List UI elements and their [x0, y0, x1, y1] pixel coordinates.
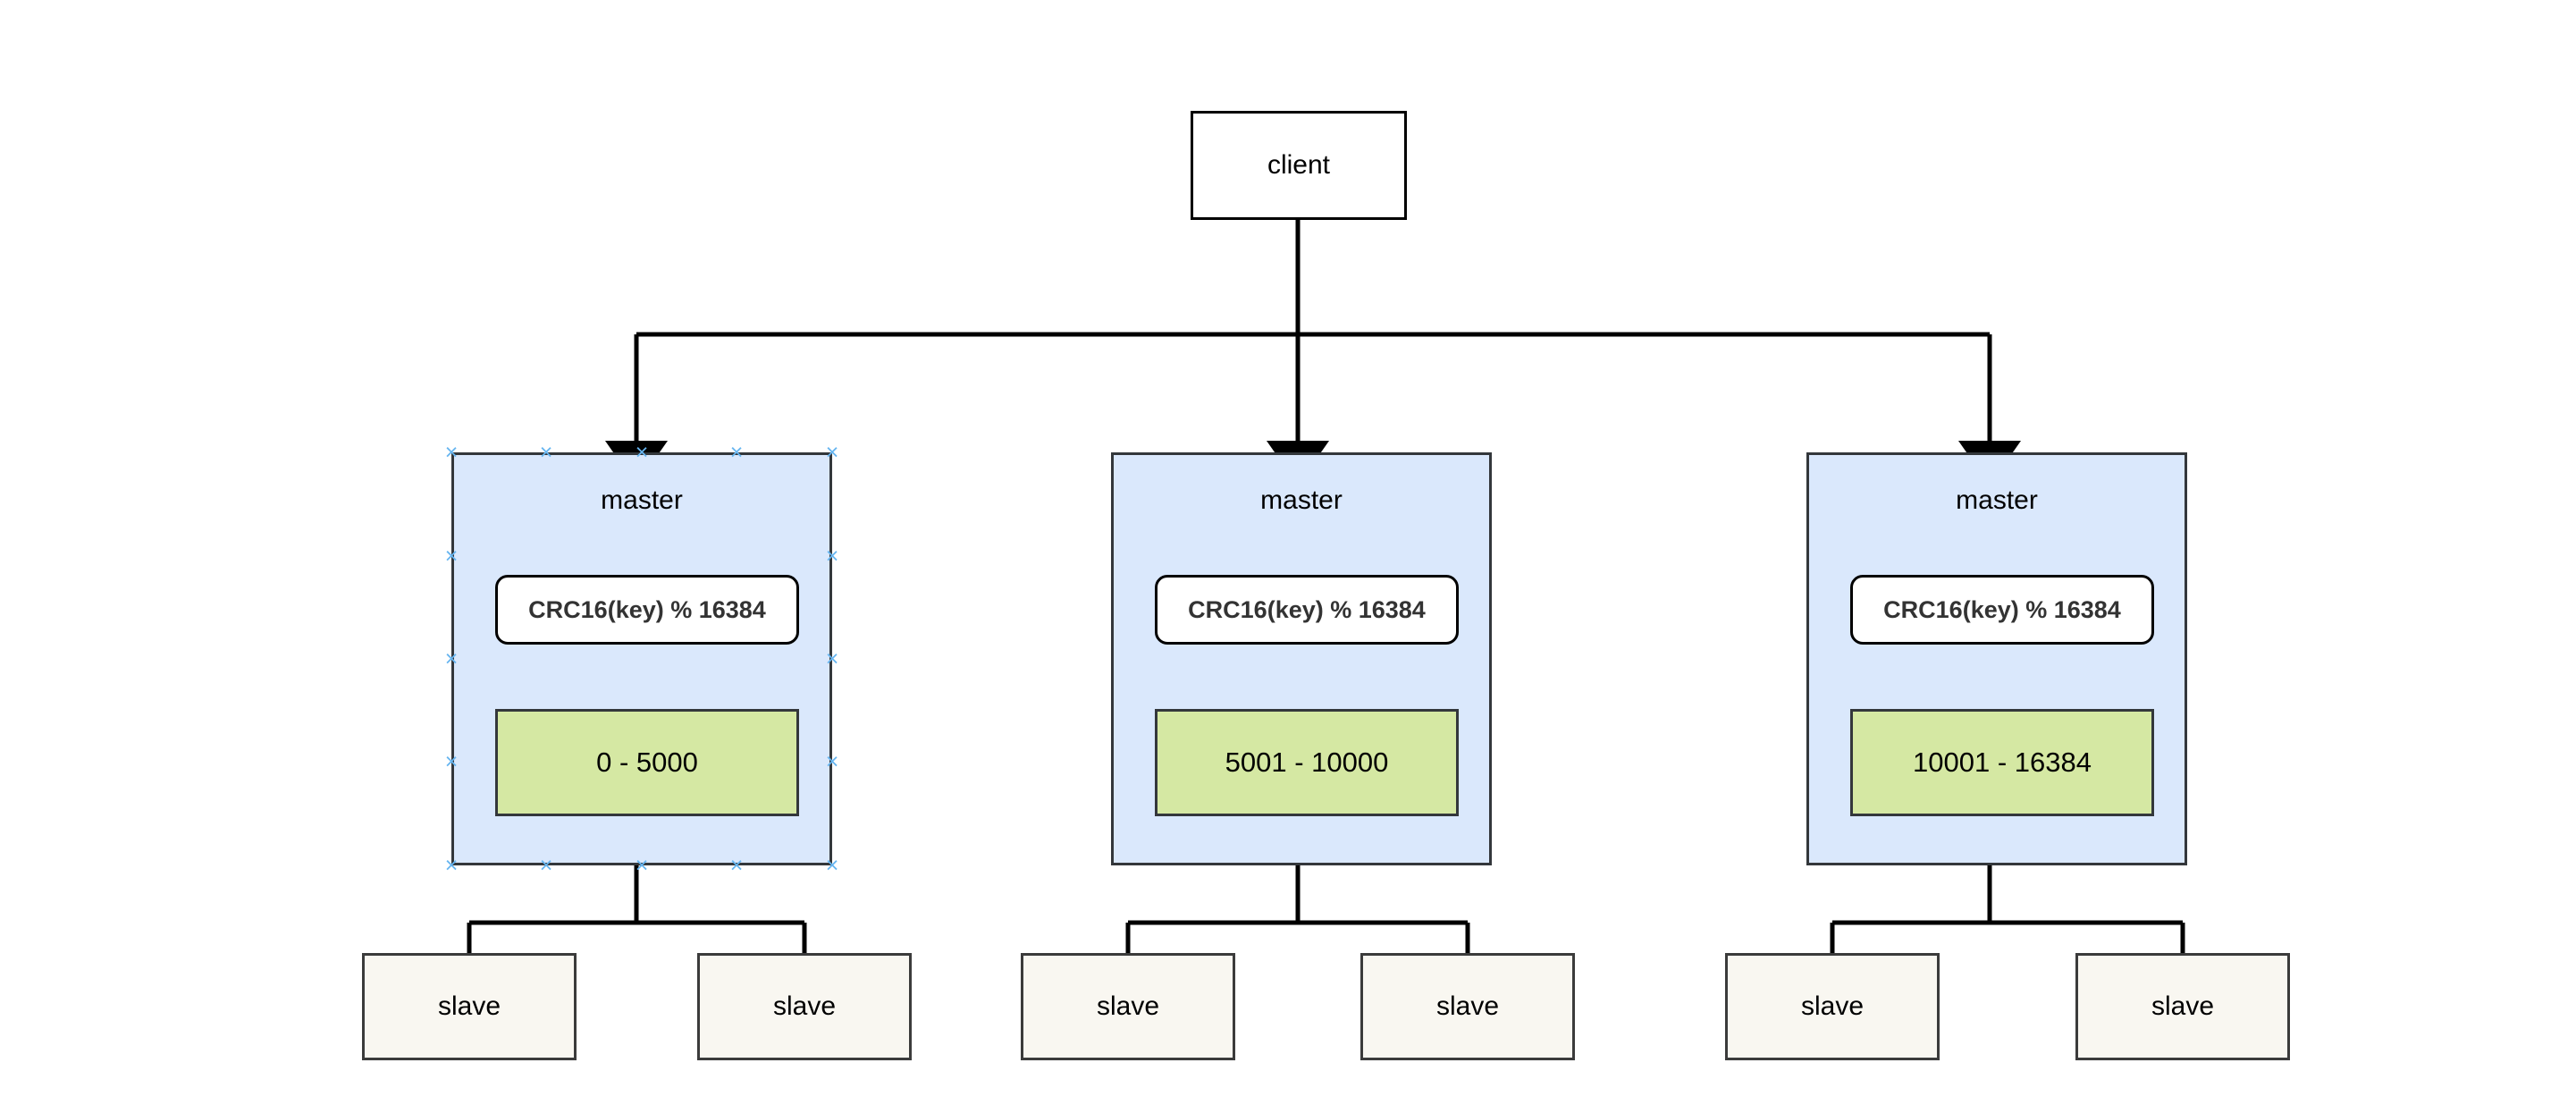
slot-range-label-1: 0 - 5000 — [596, 747, 698, 778]
slave-label-3a: slave — [1800, 991, 1865, 1021]
resize-handle-bottom-quarter1[interactable]: × — [539, 853, 553, 878]
slave-label-3b: slave — [2151, 991, 2215, 1021]
resize-handle-bottom-quarter2[interactable]: × — [729, 853, 744, 878]
slave-node-2a[interactable]: slave — [1021, 953, 1235, 1060]
master-label-1: master — [601, 485, 683, 515]
resize-handle-top-quarter1[interactable]: × — [539, 440, 553, 465]
slave-node-1a[interactable]: slave — [362, 953, 577, 1060]
edge-master-3-to-slaves — [1830, 865, 2185, 953]
crc-hash-label-2: CRC16(key) % 16384 — [1188, 595, 1426, 623]
resize-handle-right-lower[interactable]: × — [825, 749, 839, 774]
slave-label-2b: slave — [1435, 991, 1500, 1021]
edge-master-2-to-slaves — [1125, 865, 1470, 953]
master-label-2: master — [1260, 485, 1343, 515]
crc-hash-label-1: CRC16(key) % 16384 — [528, 595, 766, 623]
slot-range-box-3: 10001 - 16384 — [1850, 709, 2154, 816]
master-node-3[interactable]: master CRC16(key) % 16384 10001 - 16384 — [1806, 452, 2187, 865]
slot-range-box-1: 0 - 5000 — [495, 709, 799, 816]
slave-label-1b: slave — [772, 991, 837, 1021]
slave-node-3b[interactable]: slave — [2075, 953, 2290, 1060]
resize-handle-top-center[interactable]: × — [635, 440, 649, 465]
crc-hash-label-3: CRC16(key) % 16384 — [1883, 595, 2121, 623]
resize-handle-top-right[interactable]: × — [825, 440, 839, 465]
resize-handle-left-middle[interactable]: × — [444, 646, 459, 671]
slave-label-2a: slave — [1096, 991, 1160, 1021]
master-node-2[interactable]: master CRC16(key) % 16384 5001 - 10000 — [1111, 452, 1492, 865]
slot-range-box-2: 5001 - 10000 — [1155, 709, 1459, 816]
resize-handle-right-upper[interactable]: × — [825, 544, 839, 569]
resize-handle-bottom-center[interactable]: × — [635, 853, 649, 878]
slot-range-label-3: 10001 - 16384 — [1913, 747, 2092, 778]
resize-handle-left-lower[interactable]: × — [444, 749, 459, 774]
client-label: client — [1267, 150, 1331, 180]
crc-hash-box-3: CRC16(key) % 16384 — [1850, 575, 2154, 645]
slot-range-label-2: 5001 - 10000 — [1225, 747, 1389, 778]
slave-label-1a: slave — [437, 991, 501, 1021]
master-label-3: master — [1956, 485, 2038, 515]
master-node-1[interactable]: master CRC16(key) % 16384 0 - 5000 — [451, 452, 832, 865]
resize-handle-top-left[interactable]: × — [444, 440, 459, 465]
resize-handle-bottom-right[interactable]: × — [825, 853, 839, 878]
edge-master-1-to-slaves — [467, 865, 807, 953]
client-node[interactable]: client — [1191, 111, 1407, 220]
resize-handle-left-upper[interactable]: × — [444, 544, 459, 569]
slave-node-1b[interactable]: slave — [697, 953, 912, 1060]
resize-handle-bottom-left[interactable]: × — [444, 853, 459, 878]
crc-hash-box-2: CRC16(key) % 16384 — [1155, 575, 1459, 645]
slave-node-3a[interactable]: slave — [1725, 953, 1940, 1060]
crc-hash-box-1: CRC16(key) % 16384 — [495, 575, 799, 645]
resize-handle-top-quarter2[interactable]: × — [729, 440, 744, 465]
resize-handle-right-middle[interactable]: × — [825, 646, 839, 671]
slave-node-2b[interactable]: slave — [1360, 953, 1575, 1060]
